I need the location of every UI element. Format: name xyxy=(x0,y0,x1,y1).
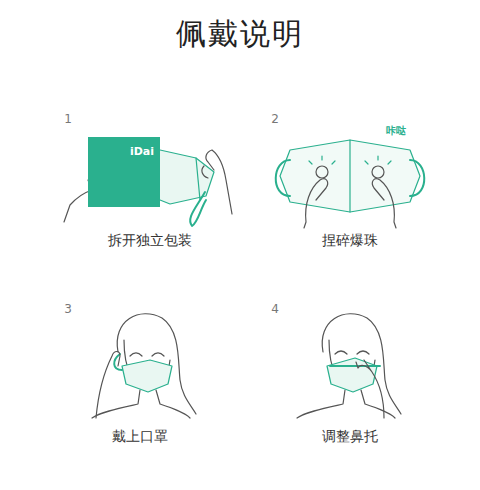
step-caption: 调整鼻托 xyxy=(322,428,378,446)
mask-fold xyxy=(196,158,200,200)
page-title: 佩戴说明 xyxy=(176,14,304,55)
raised-hand xyxy=(96,352,120,419)
nose-clip xyxy=(330,365,380,367)
step-caption: 捏碎爆珠 xyxy=(322,232,378,250)
woman-figure xyxy=(92,314,196,418)
mask xyxy=(280,140,420,212)
mask xyxy=(327,358,377,392)
adjusting-hand xyxy=(356,360,384,418)
woman-figure xyxy=(297,314,401,418)
burst-marks xyxy=(309,156,391,164)
mask-seam xyxy=(349,140,350,212)
step-number: 1 xyxy=(64,112,72,126)
step-caption: 戴上口罩 xyxy=(112,428,168,446)
step-caption: 拆开独立包装 xyxy=(108,232,192,250)
ear-strap xyxy=(190,192,206,226)
step-number: 2 xyxy=(271,112,279,126)
sound-effect: 咔哒 xyxy=(386,124,406,138)
ear-straps xyxy=(276,160,425,196)
right-hand xyxy=(372,179,396,228)
mask xyxy=(122,360,172,392)
step-number: 4 xyxy=(271,302,279,316)
brand-text: iDai xyxy=(88,145,154,158)
package-box: iDai xyxy=(88,137,160,207)
right-hand xyxy=(202,150,232,214)
step-number: 3 xyxy=(64,302,72,316)
left-hand xyxy=(304,179,328,228)
bead xyxy=(372,166,384,178)
bead xyxy=(316,166,328,178)
ear-strap xyxy=(114,354,122,370)
